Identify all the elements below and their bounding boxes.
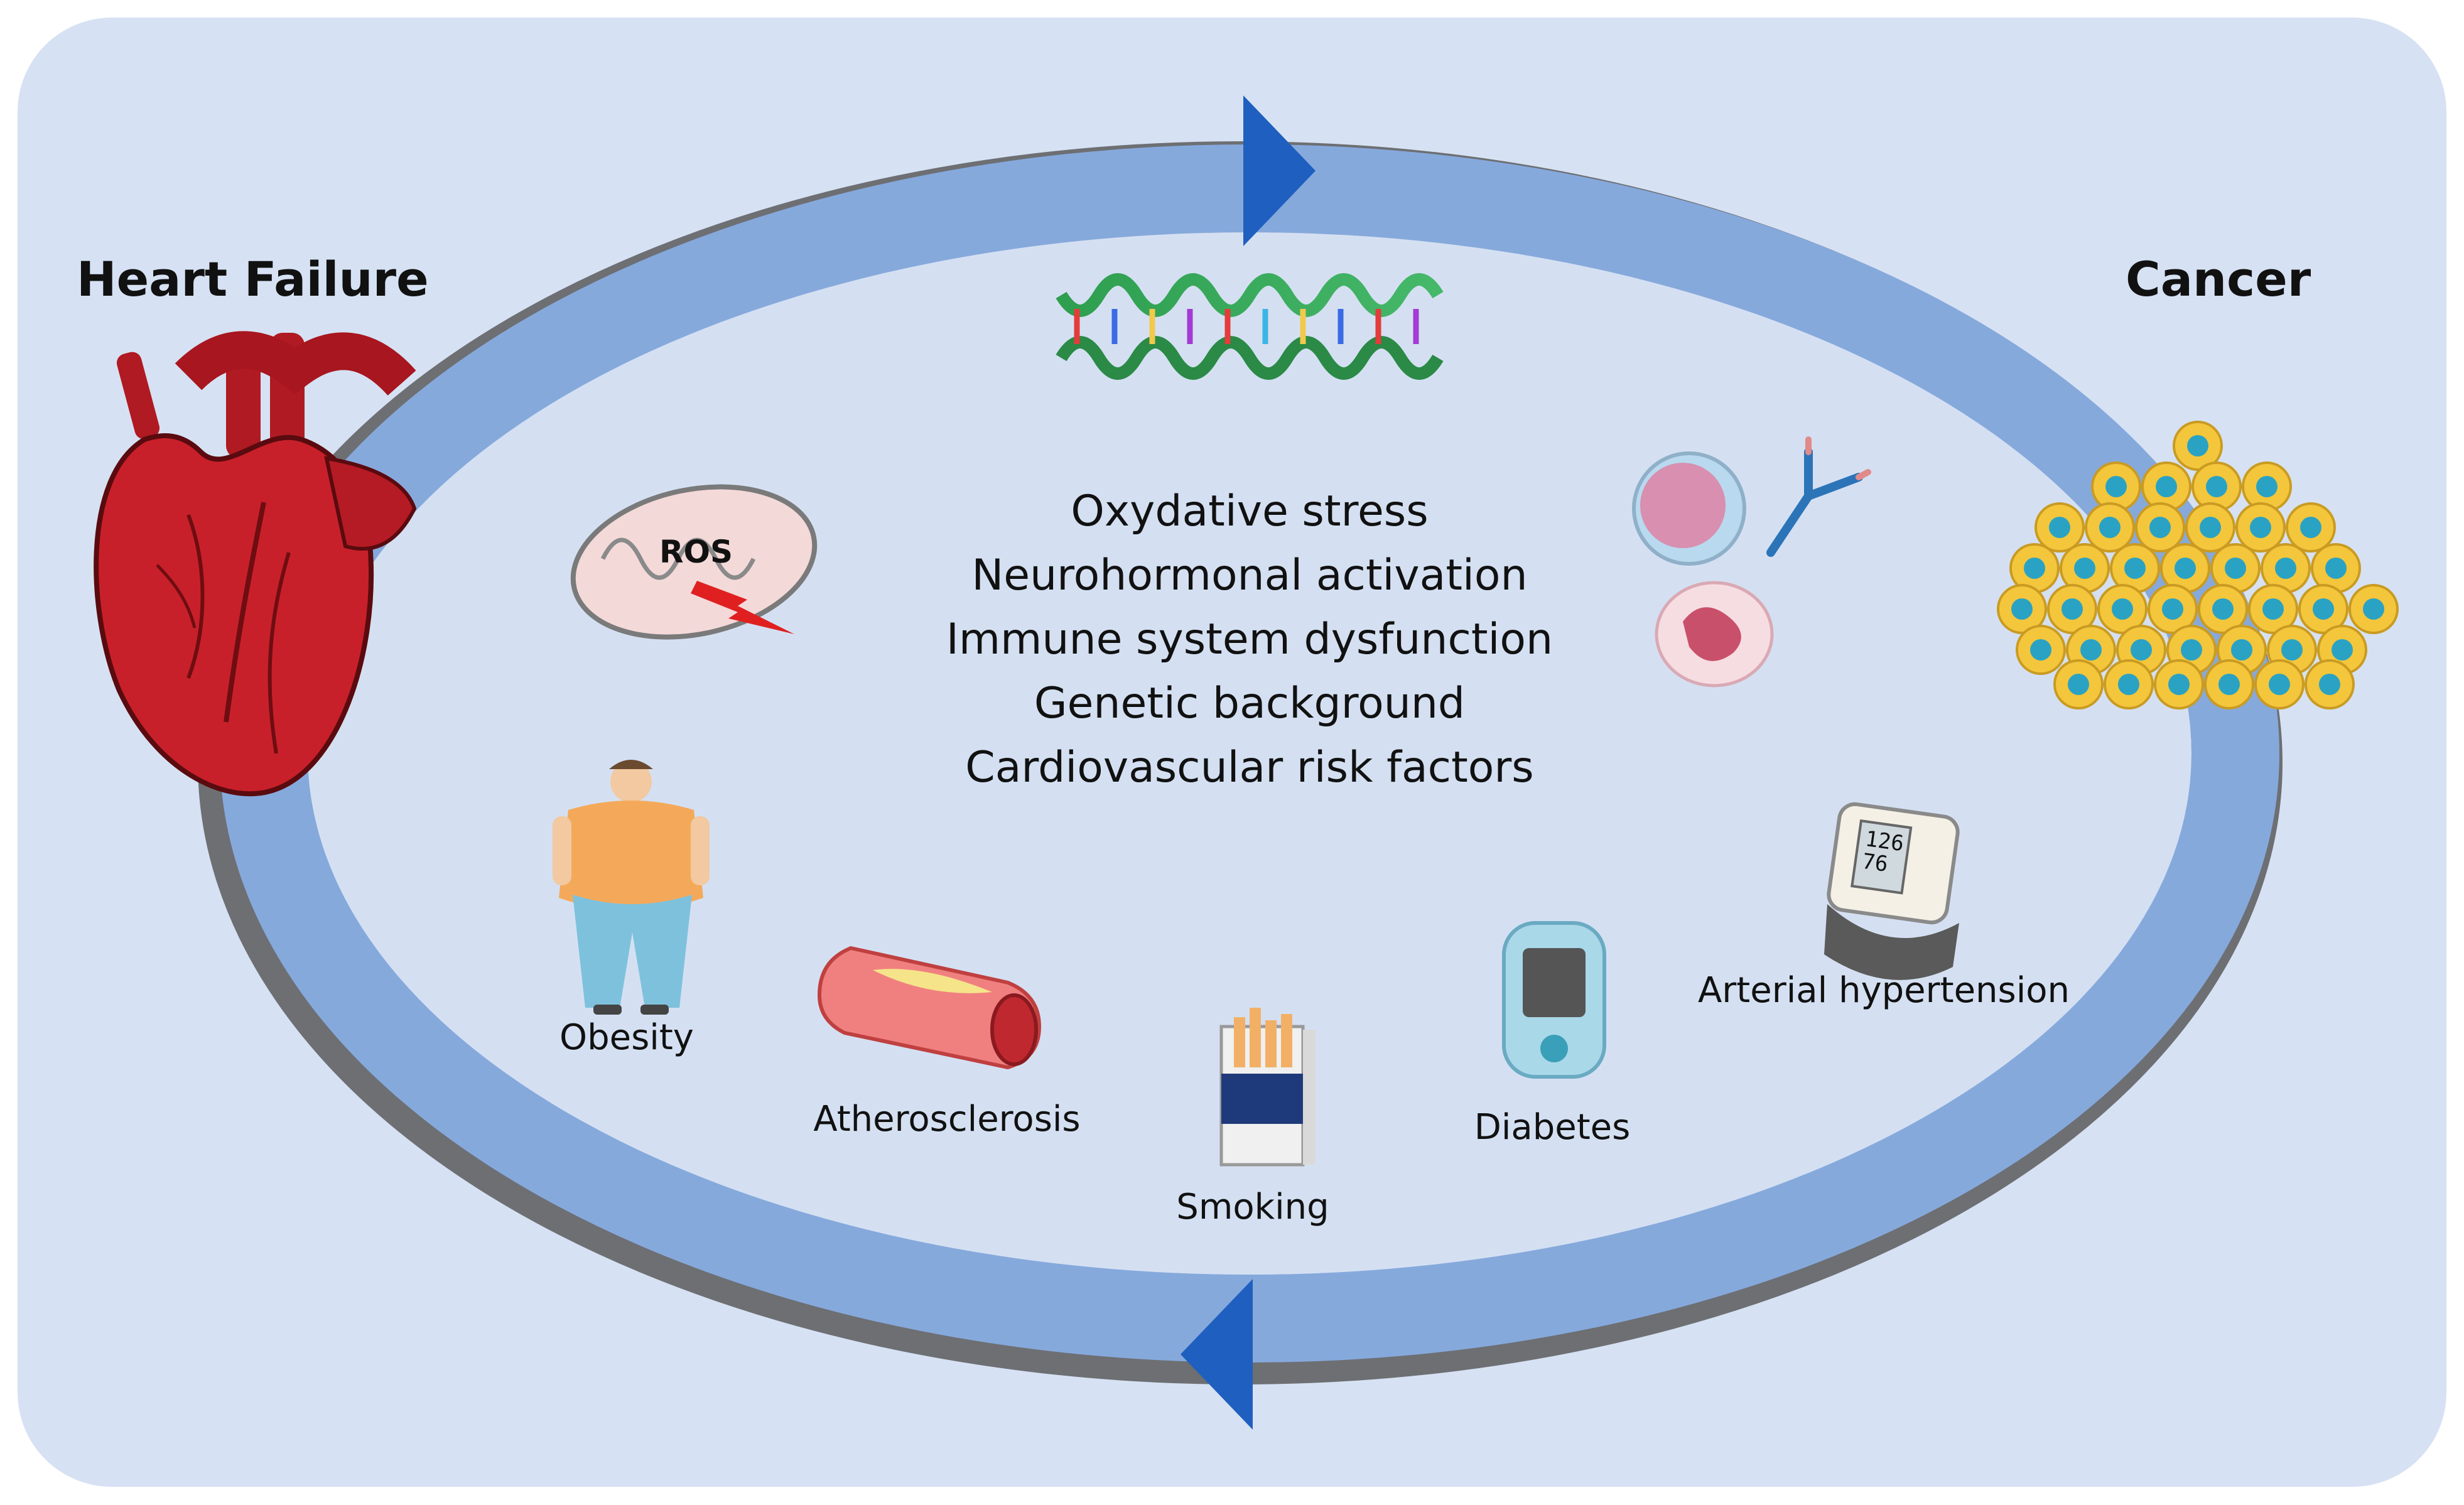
arrow-right-icon [1243, 95, 1316, 246]
cancer-title: Cancer [2126, 251, 2311, 307]
cancer-cell-nucleus [2112, 598, 2133, 620]
cancer-cell-nucleus [2256, 476, 2278, 497]
cancer-cell-nucleus [2024, 558, 2045, 579]
cancer-cell-nucleus [2250, 517, 2271, 538]
obesity-label: Obesity [559, 1017, 694, 1058]
cancer-cell-nucleus [2281, 639, 2303, 661]
cancer-cell-nucleus [2313, 598, 2334, 620]
cigarette-pack-icon [1219, 1008, 1316, 1167]
ros-label: ROS [659, 534, 733, 570]
mitochondrion-icon [570, 484, 818, 640]
diabetes-label: Diabetes [1474, 1107, 1631, 1148]
artery-plaque-icon [817, 946, 1042, 1070]
cancer-cell-nucleus [2319, 674, 2340, 695]
cancer-cell-nucleus [2218, 674, 2240, 695]
cancer-cell-nucleus [2231, 639, 2252, 661]
mechanism-item: Cardiovascular risk factors [965, 743, 1534, 792]
cancer-cell-nucleus [2099, 517, 2121, 538]
heart-failure-title: Heart Failure [77, 251, 429, 307]
cancer-cell-nucleus [2300, 517, 2321, 538]
obese-person-icon [553, 760, 710, 1015]
mechanism-item: Immune system dysfunction [946, 615, 1554, 664]
cancer-cell-nucleus [2200, 517, 2221, 538]
mechanism-item: Genetic background [1034, 679, 1466, 728]
cancer-cell-nucleus [2175, 558, 2196, 579]
arrow-left-icon [1181, 1279, 1253, 1430]
cancer-cell-nucleus [2275, 558, 2296, 579]
cancer-cell-nucleus [2269, 674, 2290, 695]
cancer-cell-nucleus [2225, 558, 2246, 579]
cancer-cell-nucleus [2061, 598, 2083, 620]
atherosclerosis-label: Atherosclerosis [813, 1099, 1081, 1140]
mechanism-item: Oxydative stress [1071, 487, 1429, 536]
smoking-label: Smoking [1176, 1187, 1329, 1227]
cancer-cell-nucleus [2118, 674, 2139, 695]
cancer-cell-nucleus [2105, 476, 2127, 497]
immune-cells-antibody-icon [1632, 436, 1871, 688]
bp-reading: 126 76 [1861, 826, 1905, 878]
cancer-cell-nucleus [2124, 558, 2146, 579]
cancer-cell-nucleus [2149, 517, 2171, 538]
cancer-cell-nucleus [2168, 674, 2190, 695]
blood-pressure-monitor-icon [1824, 802, 1960, 980]
cancer-cell-nucleus [2156, 476, 2177, 497]
cancer-cell-nucleus [2262, 598, 2284, 620]
cancer-cell-nucleus [2162, 598, 2183, 620]
cancer-cell-nucleus [2030, 639, 2051, 661]
hypertension-label: Arterial hypertension [1697, 970, 2070, 1011]
cancer-cell-nucleus [2206, 476, 2227, 497]
glucometer-icon [1502, 921, 1606, 1079]
cancer-cell-nucleus [2080, 639, 2102, 661]
cancer-cell-nucleus [2011, 598, 2033, 620]
cancer-cell-nucleus [2363, 598, 2384, 620]
cancer-cell-nucleus [2212, 598, 2234, 620]
cancer-cell-nucleus [2131, 639, 2152, 661]
mechanism-item: Neurohormonal activation [971, 551, 1528, 600]
cancer-cell-nucleus [2325, 558, 2347, 579]
cancer-cell-nucleus [2332, 639, 2353, 661]
anatomical-heart-icon [94, 331, 417, 797]
cancer-cell-nucleus [2187, 435, 2208, 456]
cancer-cell-cluster-icon [1997, 421, 2399, 709]
cancer-cell-nucleus [2181, 639, 2202, 661]
cancer-cell-nucleus [2074, 558, 2095, 579]
cancer-cell-nucleus [2049, 517, 2070, 538]
cancer-cell-nucleus [2068, 674, 2089, 695]
dna-helix-icon [1056, 273, 1444, 380]
